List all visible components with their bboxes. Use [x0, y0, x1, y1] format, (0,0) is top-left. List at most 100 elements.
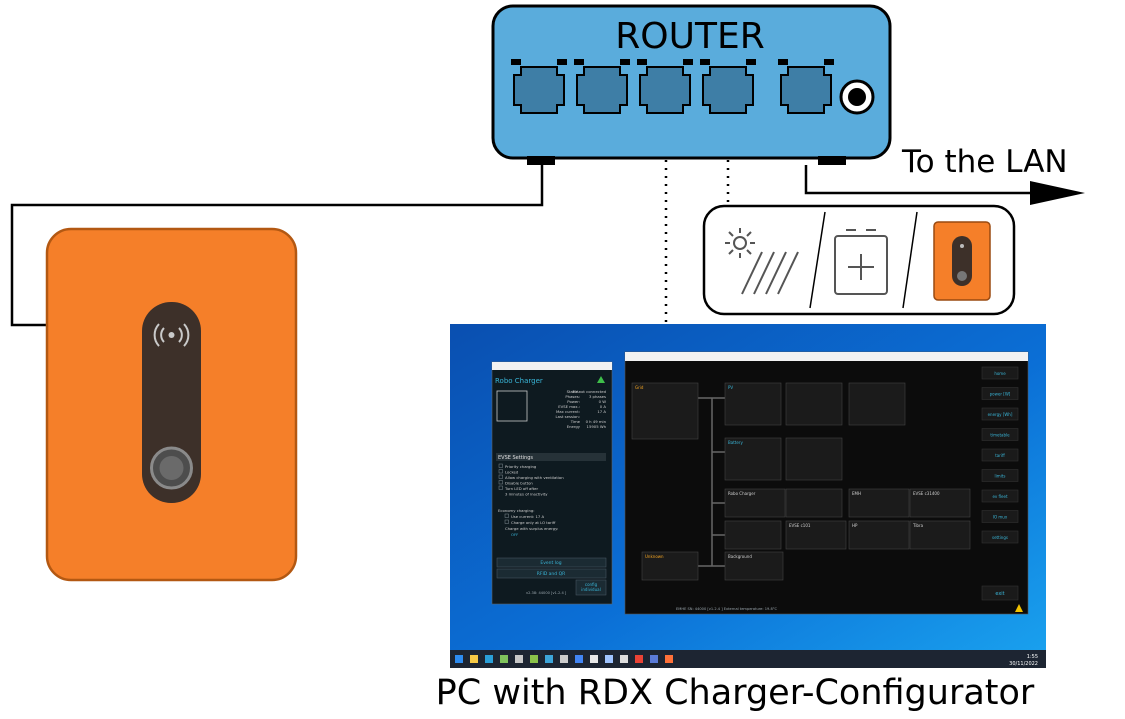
economy-list: Economy charging:Use current: 17 ACharge… — [498, 508, 558, 537]
settings-label: Priority charging — [505, 464, 537, 469]
power-socket-icon — [839, 79, 875, 115]
robo-charger-window: Robo Charger Status:EV not connectedPhas… — [491, 361, 613, 605]
evse-settings-header: EVSE Settings — [498, 455, 533, 461]
config-node[interactable] — [724, 488, 786, 518]
economy-header: Economy charging: — [498, 508, 535, 513]
settings-label: 3 minutes of inactivity — [505, 492, 548, 497]
taskbar-app-icon[interactable] — [620, 655, 628, 663]
taskbar-app-icon[interactable] — [545, 655, 553, 663]
economy-checkbox[interactable] — [504, 513, 509, 518]
sidebar-button[interactable] — [981, 428, 1019, 441]
config-node-label: Grid — [635, 385, 644, 390]
settings-checkbox[interactable] — [498, 480, 503, 485]
sidebar-button[interactable] — [981, 407, 1019, 421]
config-node-label: Unknown — [645, 554, 664, 559]
taskbar-app-icon[interactable] — [485, 655, 493, 663]
taskbar-app-icon[interactable] — [515, 655, 523, 663]
warning-icon — [597, 376, 605, 383]
taskbar-app-icon[interactable] — [605, 655, 613, 663]
taskbar-app-icon[interactable] — [635, 655, 643, 663]
config-node[interactable] — [724, 437, 782, 481]
sidebar-button[interactable] — [981, 366, 1019, 380]
config-node[interactable] — [641, 551, 699, 581]
status-row-value: 15905 Wh — [587, 424, 607, 429]
taskbar-app-icon[interactable] — [665, 655, 673, 663]
wallbox-charger — [45, 227, 298, 582]
economy-label: Charge with surplus energy: — [505, 526, 558, 531]
status-row-label: Energy — [567, 424, 581, 429]
economy-checkbox[interactable] — [504, 519, 509, 524]
status-row-value: 3 phases — [589, 394, 606, 399]
settings-label: Disable button — [505, 481, 533, 486]
taskbar-app-icon[interactable] — [560, 655, 568, 663]
config-node-slot[interactable] — [848, 382, 906, 426]
settings-checkbox[interactable] — [498, 474, 503, 479]
config-node[interactable] — [909, 520, 971, 550]
sidebar-button-label: IO mux — [993, 515, 1008, 520]
config-node-slot[interactable] — [785, 382, 843, 426]
pc-desktop: 1:55 30/11/2022 Robo Charger Status:EV n… — [450, 324, 1046, 668]
sidebar-button-label: tariff — [995, 453, 1005, 458]
sidebar-button[interactable] — [981, 448, 1019, 462]
start-icon[interactable] — [455, 655, 463, 663]
taskbar-icons — [455, 655, 673, 663]
sidebar-button-label: settings — [992, 535, 1008, 540]
config-node-slot[interactable] — [724, 520, 782, 550]
config-node-label: Battery — [728, 440, 743, 445]
config-node[interactable] — [785, 520, 847, 550]
sidebar-button[interactable] — [981, 489, 1019, 503]
status-row-label: Status: — [567, 389, 580, 394]
settings-checkbox[interactable] — [498, 463, 503, 468]
config-node[interactable] — [631, 382, 699, 440]
taskbar-app-icon[interactable] — [590, 655, 598, 663]
sidebar-button-label: ev fleet — [992, 494, 1008, 499]
settings-label: Allow charging with ventilation — [505, 475, 564, 480]
charger-window-button-label: RFID and QR — [537, 571, 566, 577]
sidebar-button[interactable] — [981, 530, 1019, 544]
taskbar-time: 1:55 — [1027, 654, 1038, 660]
taskbar-app-icon[interactable] — [500, 655, 508, 663]
config-node-label: Tibra — [912, 523, 924, 528]
rfid-icon — [153, 323, 190, 347]
config-node-slot[interactable] — [785, 488, 843, 518]
status-row-label: Last session: — [556, 414, 580, 419]
config-node[interactable] — [724, 382, 782, 426]
charger-window-button[interactable] — [496, 568, 607, 579]
taskbar-app-icon[interactable] — [650, 655, 658, 663]
config-node-slot[interactable] — [785, 437, 843, 481]
sidebar-button[interactable] — [981, 469, 1019, 482]
sidebar-button-label: home — [994, 371, 1006, 376]
solar-panel-icon — [725, 228, 799, 295]
config-button[interactable] — [575, 579, 607, 596]
status-row-label: Time — [570, 419, 581, 424]
exit-button[interactable] — [981, 585, 1019, 601]
config-node[interactable] — [848, 488, 910, 518]
charger-button-icon — [150, 446, 193, 490]
status-row-label: EVSE max.: — [558, 404, 580, 409]
settings-label: Locked — [505, 470, 519, 475]
router-label: ROUTER — [615, 16, 764, 57]
sidebar-button[interactable] — [981, 387, 1019, 400]
taskbar-app-icon[interactable] — [470, 655, 478, 663]
charger-window-button[interactable] — [496, 557, 607, 568]
battery-icon — [834, 229, 888, 295]
taskbar-app-icon[interactable] — [575, 655, 583, 663]
charger-footer: v2.38: 44000 [v1.2.4 ] — [526, 591, 567, 595]
sidebar-button[interactable] — [981, 510, 1019, 523]
config-node[interactable] — [724, 551, 784, 581]
router: ROUTER — [491, 4, 892, 165]
settings-checkbox[interactable] — [498, 485, 503, 490]
warning-icon — [1015, 604, 1023, 612]
settings-checkbox[interactable] — [498, 469, 503, 474]
config-node[interactable] — [909, 488, 971, 518]
taskbar-app-icon[interactable] — [530, 655, 538, 663]
status-row-label: Max current: — [556, 409, 580, 414]
config-node[interactable] — [848, 520, 910, 550]
charger-window-button-label: Event log — [540, 560, 561, 566]
